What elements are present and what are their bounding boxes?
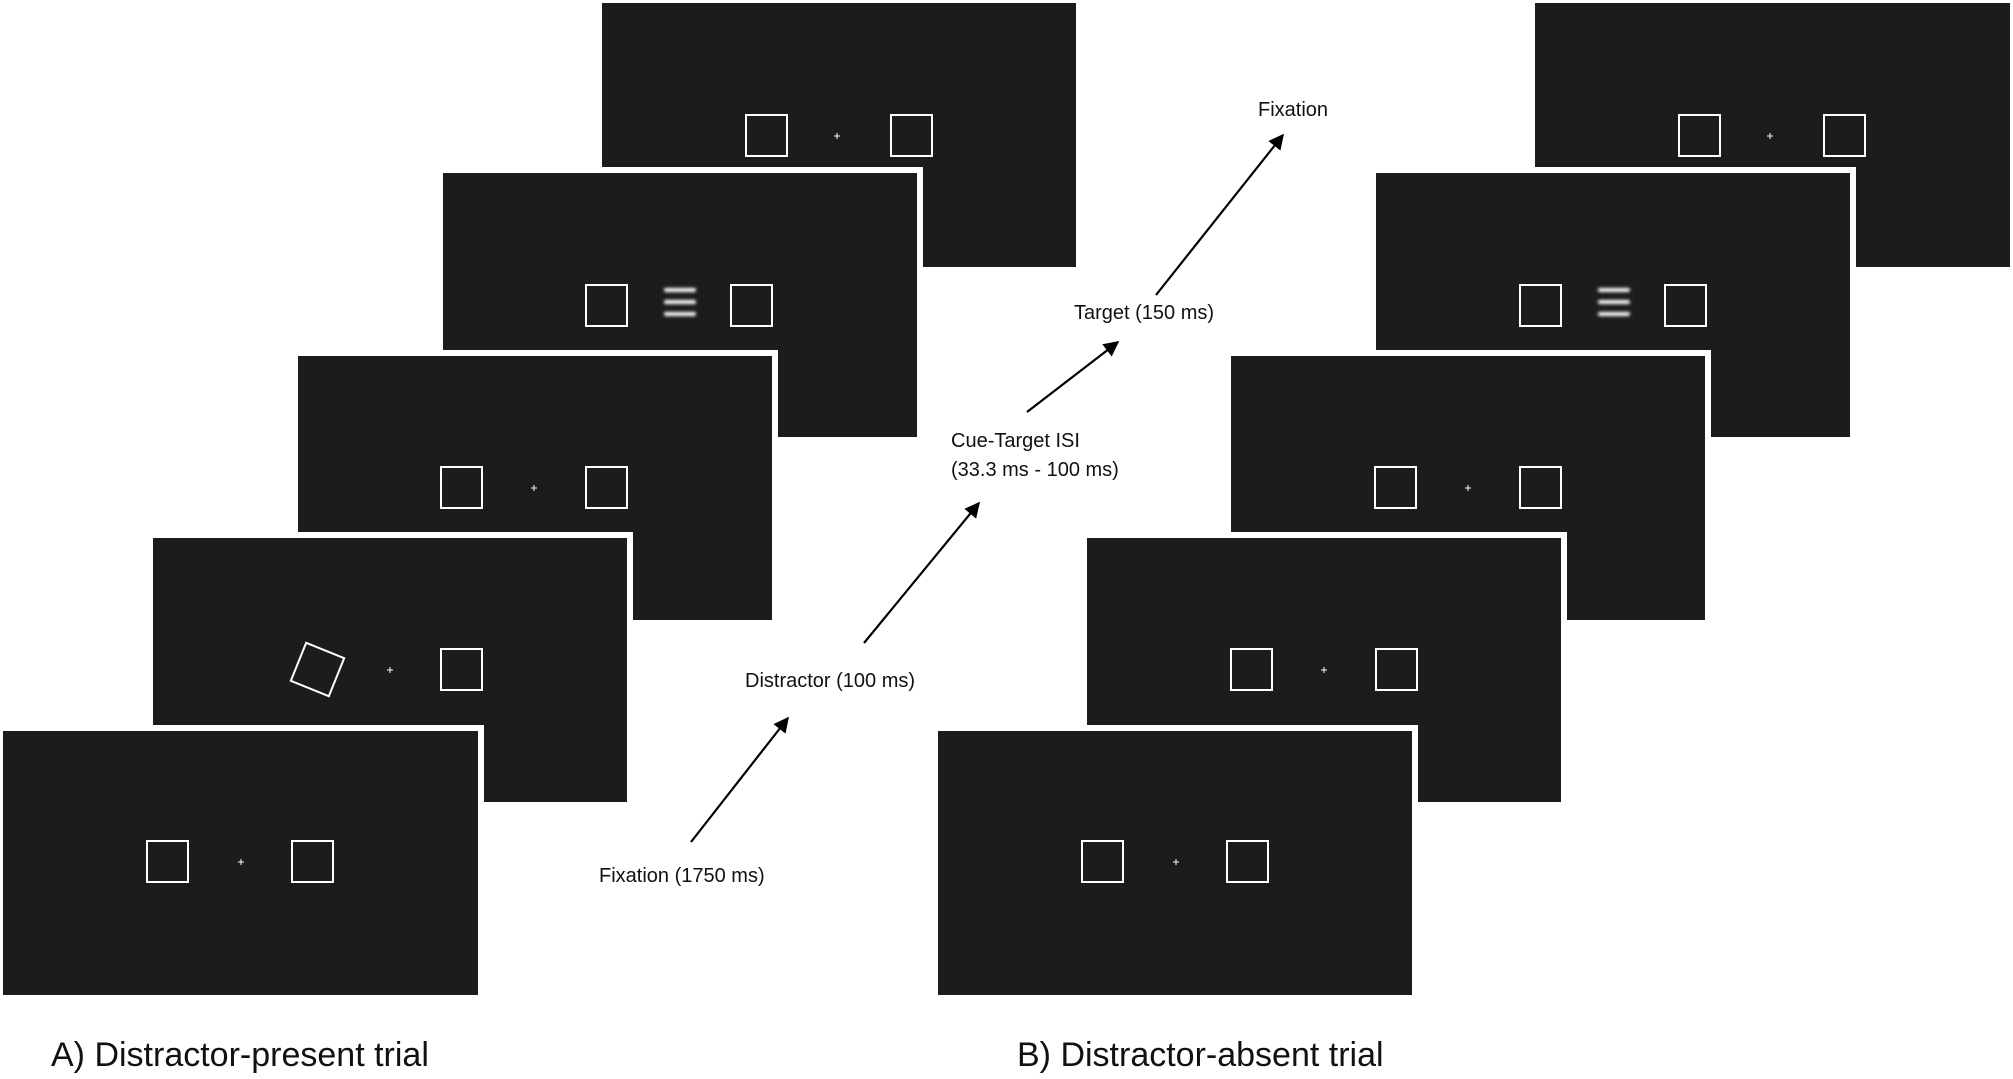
fixation-cross-icon [387, 667, 393, 673]
label-isi-line2: (33.3 ms - 100 ms) [951, 459, 1119, 481]
placeholder-right [291, 840, 334, 883]
placeholder-left [745, 114, 788, 157]
panel-b-screen-fixation-start [932, 725, 1418, 1001]
placeholder-right [440, 648, 483, 691]
fixation-cross-icon [1173, 859, 1179, 865]
placeholder-right [1664, 284, 1707, 327]
panel-a-screen-fixation-start [0, 725, 484, 1001]
fixation-cross-icon [531, 485, 537, 491]
panel-b-screens [932, 0, 2013, 1001]
placeholder-left [1678, 114, 1721, 157]
placeholder-left [1230, 648, 1273, 691]
fixation-cross-icon [1321, 667, 1327, 673]
panel-a-label: A) Distractor-present trial [51, 1036, 429, 1074]
panel-labels: A) Distractor-present trial B) Distracto… [51, 1036, 1384, 1074]
arrow-isi-to-target [1026, 341, 1120, 413]
placeholder-left [1081, 840, 1124, 883]
timeline-arrows [690, 133, 1284, 843]
placeholder-left [440, 466, 483, 509]
label-isi-line1: Cue-Target ISI [951, 430, 1080, 452]
fixation-cross-icon [834, 133, 840, 139]
fixation-cross-icon [238, 859, 244, 865]
placeholder-right [1226, 840, 1269, 883]
step-labels: Fixation Target (150 ms) Cue-Target ISI … [599, 99, 1328, 887]
arrow-fixation-to-distractor [690, 716, 789, 843]
panel-a-screens [0, 0, 1082, 1001]
fixation-cross-icon [1465, 485, 1471, 491]
placeholder-right [1823, 114, 1866, 157]
placeholder-right [890, 114, 933, 157]
placeholder-left [1374, 466, 1417, 509]
grating-target-icon [664, 288, 696, 316]
panel-b-label: B) Distractor-absent trial [1017, 1036, 1384, 1074]
label-distractor: Distractor (100 ms) [745, 670, 915, 692]
arrow-target-to-fixation [1155, 133, 1284, 296]
placeholder-right [730, 284, 773, 327]
label-fixation-start: Fixation (1750 ms) [599, 865, 765, 887]
distractor-rotated-placeholder [289, 641, 346, 698]
placeholder-right [1519, 466, 1562, 509]
placeholder-left [146, 840, 189, 883]
placeholder-right [1375, 648, 1418, 691]
placeholder-left [585, 284, 628, 327]
fixation-cross-icon [1767, 133, 1773, 139]
label-target: Target (150 ms) [1074, 302, 1214, 324]
placeholder-right [585, 466, 628, 509]
placeholder-left [1519, 284, 1562, 327]
label-fixation-end: Fixation [1258, 99, 1328, 121]
arrow-distractor-to-isi [863, 501, 980, 644]
grating-target-icon [1598, 288, 1630, 316]
